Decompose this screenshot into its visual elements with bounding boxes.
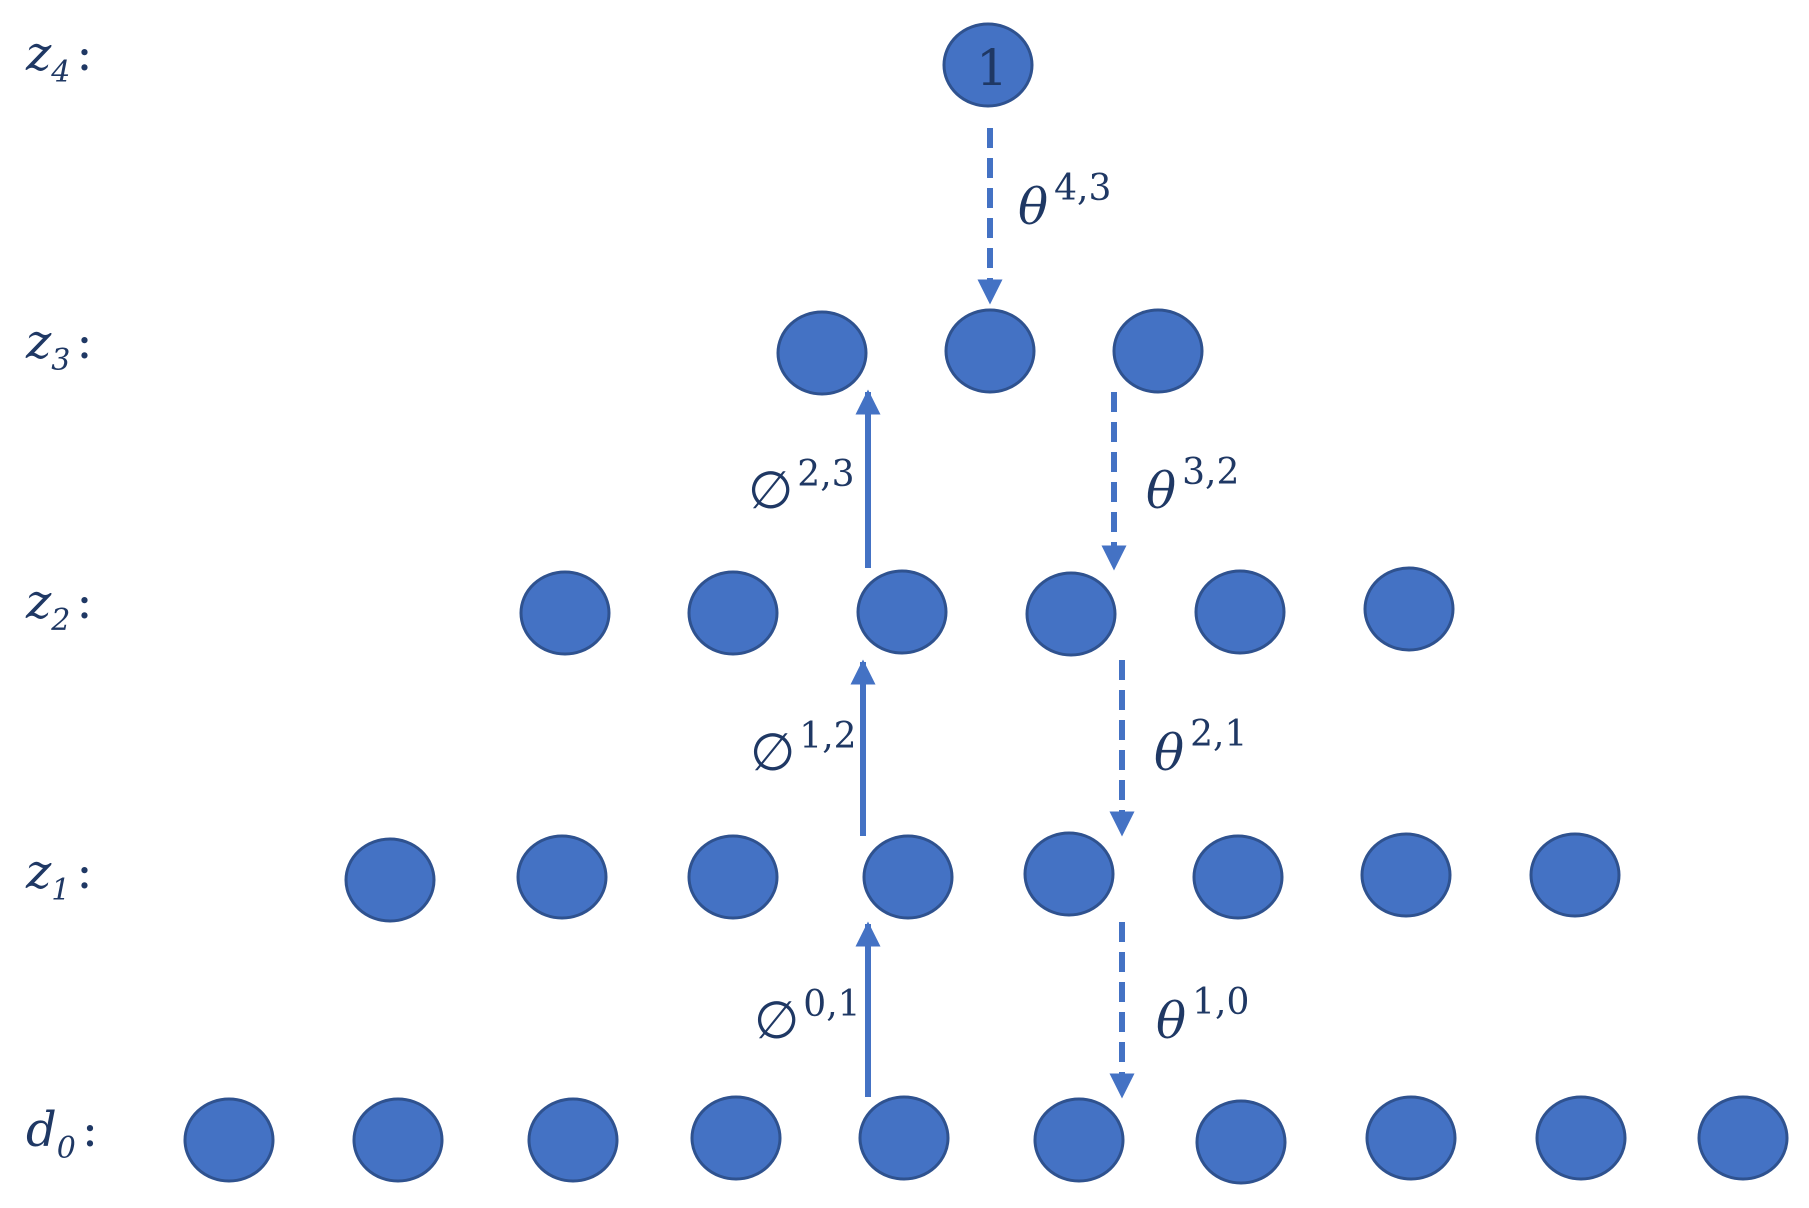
layer-d0-nodes [183,1095,1789,1185]
node [1033,1097,1125,1183]
node [1112,308,1204,394]
layer-label-z3: z3: [25,314,93,378]
node [862,834,954,920]
layer-z3-nodes [776,308,1204,396]
node [527,1097,619,1183]
encoder-label-2-3: ∅2,3 [748,454,855,521]
node [1360,832,1452,918]
node [858,1095,950,1181]
node [1697,1095,1789,1181]
node [352,1097,444,1183]
node [1023,831,1115,917]
encoder-label-1-2: ∅1,2 [750,716,857,783]
node [1195,1099,1287,1185]
layer-label-d0: d0: [26,1102,98,1166]
node [690,1095,782,1181]
node [519,570,611,656]
layer-label-z4: z4: [25,26,93,90]
node [183,1097,275,1183]
node [856,569,948,655]
layer-label-z2: z2: [25,574,93,638]
node-value-label: 1 [976,39,1008,97]
layer-z2-nodes [519,566,1455,657]
node [516,834,608,920]
node [1363,566,1455,652]
node [944,308,1036,394]
node [1194,569,1286,655]
node [1529,832,1621,918]
node [344,837,436,923]
layer-label-z1: z1: [25,844,93,908]
node [942,22,1034,108]
encoder-arrows [850,389,881,1097]
node [687,834,779,920]
node [1025,571,1117,657]
node [1535,1095,1627,1181]
node [687,570,779,656]
node [1192,834,1284,920]
layer-z1-nodes [344,831,1621,923]
node [776,310,868,396]
node [1365,1095,1457,1181]
layer-z4-nodes: 1 [942,22,1034,108]
encoder-label-0-1: ∅0,1 [754,984,861,1051]
